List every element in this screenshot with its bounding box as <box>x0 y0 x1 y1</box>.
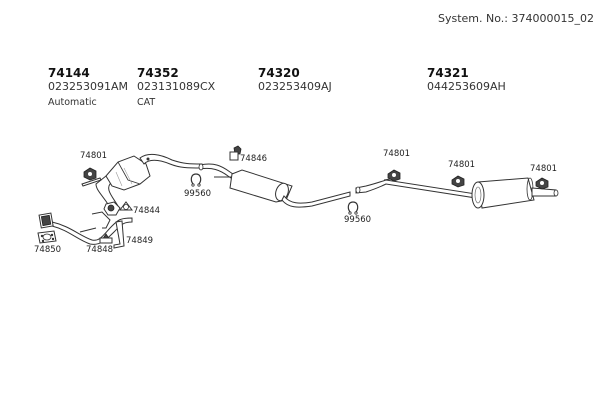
rubber-mount[interactable] <box>99 233 113 244</box>
hanger-rear-1[interactable] <box>387 169 401 182</box>
part-code: 044253609AH <box>427 80 506 93</box>
rear-silencer[interactable] <box>471 177 559 209</box>
front-pipe[interactable] <box>38 175 133 245</box>
hanger-rear-2[interactable] <box>451 175 465 188</box>
part-number: 74320 <box>258 66 300 80</box>
callout-74801-front: 74801 <box>80 151 107 161</box>
part-heading-front-pipe[interactable]: 74144 023253091AM Automatic <box>48 66 128 110</box>
part-code: 023253409AJ <box>258 80 332 93</box>
middle-mount[interactable] <box>229 145 242 161</box>
flange-gasket[interactable] <box>37 230 57 244</box>
clamp-front[interactable] <box>190 173 202 187</box>
callout-74849: 74849 <box>126 236 153 246</box>
part-code: 023253091AM <box>48 80 129 93</box>
hanger-front[interactable] <box>81 167 102 187</box>
callout-74846: 74846 <box>240 154 267 164</box>
part-note: CAT <box>137 97 156 108</box>
system-number: System. No.: 374000015_02 <box>438 12 594 25</box>
part-number: 74352 <box>137 66 179 80</box>
callout-99560-rear: 99560 <box>344 215 371 225</box>
part-heading-catalyst[interactable]: 74352 023131089CX CAT <box>137 66 215 110</box>
bracket[interactable] <box>113 220 125 249</box>
callout-74848: 74848 <box>86 245 113 255</box>
gasket-ring[interactable] <box>119 201 133 211</box>
middle-silencer[interactable] <box>198 163 351 208</box>
part-code: 023131089CX <box>137 80 216 93</box>
callout-74801-rear-1: 74801 <box>383 149 410 159</box>
part-heading-rear-silencer[interactable]: 74321 044253609AH <box>427 66 506 93</box>
callout-74850: 74850 <box>34 245 61 255</box>
part-note: Automatic <box>48 97 97 108</box>
callout-74844: 74844 <box>133 206 160 216</box>
catalytic-converter[interactable] <box>105 153 203 191</box>
clamp-rear[interactable] <box>347 201 359 215</box>
callout-74801-rear-3: 74801 <box>530 164 557 174</box>
part-number: 74321 <box>427 66 469 80</box>
callout-99560-front: 99560 <box>184 189 211 199</box>
hanger-rear-3[interactable] <box>535 177 549 190</box>
callout-74801-rear-2: 74801 <box>448 160 475 170</box>
part-heading-middle-silencer[interactable]: 74320 023253409AJ <box>258 66 332 93</box>
part-number: 74144 <box>48 66 90 80</box>
